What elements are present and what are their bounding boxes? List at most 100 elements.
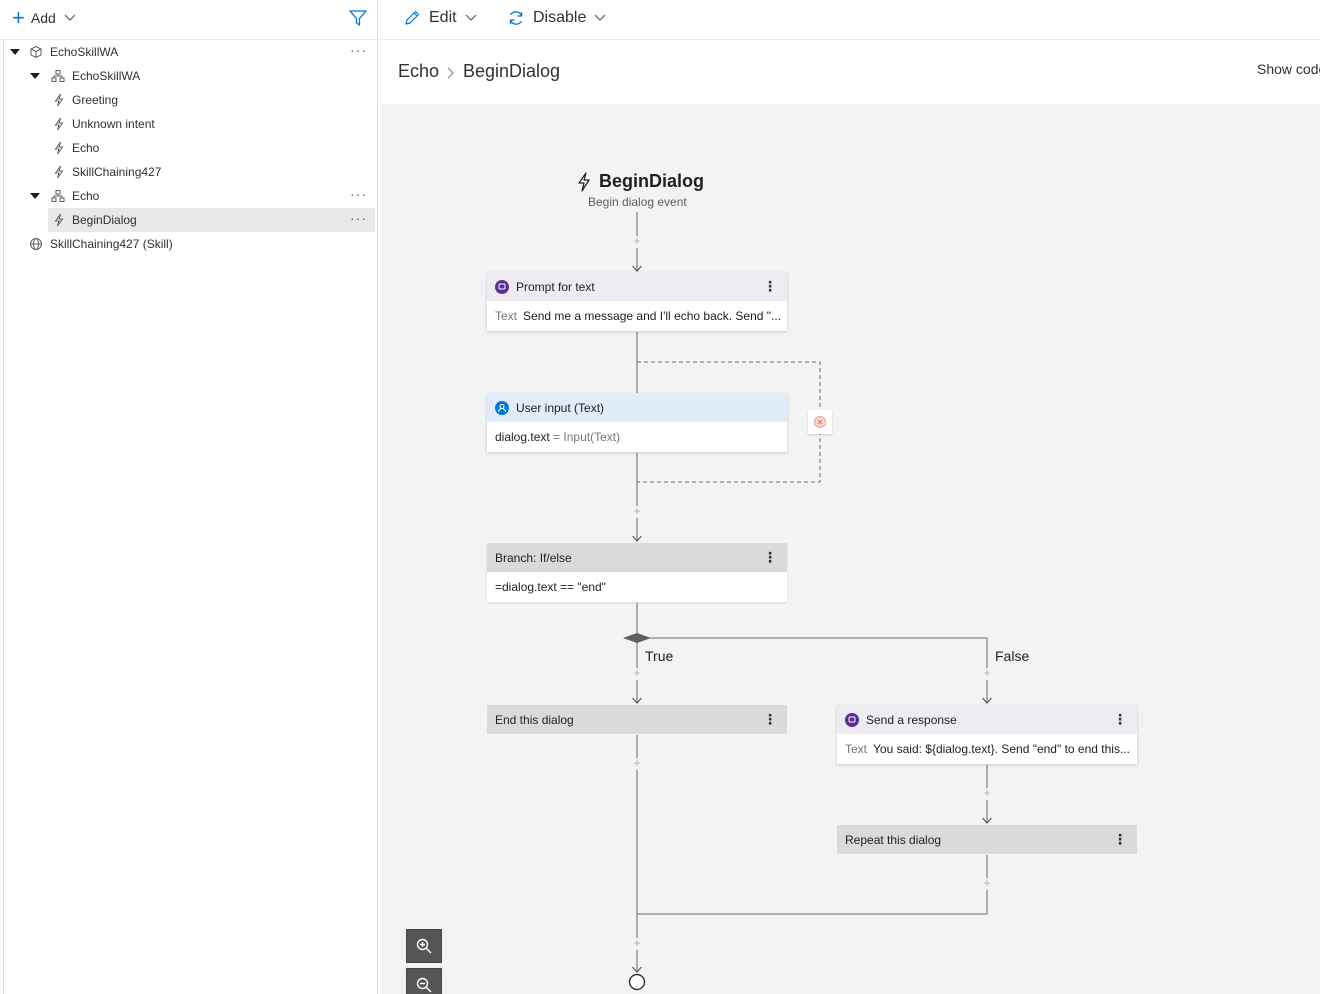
tree-item-label: Echo — [72, 189, 100, 203]
card-value: Send me a message and I'll echo back. Se… — [523, 309, 782, 323]
add-node-button[interactable]: + — [631, 667, 643, 680]
trigger-icon — [54, 93, 64, 107]
add-node-button[interactable]: + — [981, 667, 993, 680]
add-node-button[interactable]: + — [631, 757, 643, 770]
card-header: End this dialog ⋮ — [487, 705, 787, 734]
chevron-down-icon — [465, 14, 477, 21]
filter-icon[interactable] — [348, 8, 368, 28]
error-badge[interactable] — [808, 410, 832, 434]
chevron-right-icon — [447, 67, 454, 79]
more-vertical-icon[interactable]: ⋮ — [1113, 831, 1127, 847]
more-vertical-icon[interactable]: ⋮ — [763, 278, 777, 294]
pencil-icon — [405, 10, 420, 25]
send-response-card[interactable]: Send a response ⋮ Text You said: ${dialo… — [837, 705, 1137, 764]
send-activity-icon — [495, 279, 509, 294]
dialog-icon — [51, 190, 65, 202]
edit-button[interactable]: Edit — [403, 7, 477, 29]
card-key: Text — [495, 309, 518, 323]
flow-canvas[interactable]: BeginDialog Begin dialog event Prompt fo… — [381, 104, 1320, 994]
user-icon — [495, 400, 509, 415]
card-header: Branch: If/else ⋮ — [487, 543, 787, 572]
true-branch-label: True — [645, 648, 674, 664]
more-vertical-icon[interactable]: ⋮ — [763, 711, 777, 727]
caret-down-icon[interactable] — [30, 73, 40, 79]
breadcrumb: Echo BeginDialog Show code — [379, 41, 1320, 103]
tree-item-trigger[interactable]: Echo — [4, 136, 375, 160]
add-node-button[interactable]: + — [981, 877, 993, 890]
breadcrumb-item[interactable]: Echo — [398, 61, 440, 81]
more-icon[interactable]: ··· — [350, 210, 367, 226]
card-property: dialog.text — [495, 430, 550, 444]
tree-edge — [3, 40, 4, 994]
card-title: Send a response — [866, 712, 957, 727]
tree-item-label: Unknown intent — [72, 117, 155, 131]
card-title: End this dialog — [495, 712, 574, 727]
add-label: Add — [30, 10, 56, 26]
flow-edges — [623, 212, 992, 991]
tree-item-dialog[interactable]: Echo ··· — [4, 184, 375, 208]
zoom-in-button[interactable] — [406, 929, 442, 963]
tree-item-trigger[interactable]: Greeting — [4, 88, 375, 112]
more-vertical-icon[interactable]: ⋮ — [763, 549, 777, 565]
card-body: =dialog.text == "end" — [487, 572, 787, 602]
dialog-icon — [51, 70, 65, 82]
trigger-title-text: BeginDialog — [599, 171, 705, 191]
tree-item-label: EchoSkillWA — [50, 45, 119, 59]
trigger-icon — [54, 165, 64, 179]
card-title: User input (Text) — [516, 400, 605, 415]
chevron-down-icon — [594, 14, 606, 21]
branch-diamond — [623, 633, 651, 643]
chevron-down-icon — [64, 14, 76, 21]
error-circle-icon — [814, 416, 826, 428]
caret-down-icon[interactable] — [30, 193, 40, 199]
tree-item-trigger-selected[interactable]: BeginDialog ··· — [48, 208, 375, 232]
card-body: Text You said: ${dialog.text}. Send "end… — [837, 734, 1137, 764]
tree-toolbar: + Add — [0, 0, 377, 40]
edit-label: Edit — [429, 9, 457, 26]
tree-item-skill[interactable]: SkillChaining427 (Skill) — [4, 232, 375, 256]
tree-item-trigger[interactable]: SkillChaining427 — [4, 160, 375, 184]
card-title: Branch: If/else — [495, 550, 572, 565]
tree-item-label: SkillChaining427 (Skill) — [50, 237, 173, 251]
repeat-dialog-card[interactable]: Repeat this dialog ⋮ — [837, 825, 1137, 854]
card-header: User input (Text) — [487, 393, 787, 422]
edge — [637, 855, 988, 915]
more-icon[interactable]: ··· — [350, 42, 367, 58]
more-vertical-icon[interactable]: ⋮ — [1113, 711, 1127, 727]
send-activity-icon — [845, 712, 859, 727]
disable-button[interactable]: Disable — [507, 7, 606, 29]
tree-item-trigger[interactable]: Unknown intent — [4, 112, 375, 136]
send-activity-card[interactable]: Prompt for text ⋮ Text Send me a message… — [487, 272, 787, 331]
tree-item-label: Echo — [72, 141, 100, 155]
zoom-in-icon — [416, 938, 432, 954]
tree-item-label: SkillChaining427 — [72, 165, 162, 179]
command-bar: Edit Disable — [379, 0, 1320, 40]
branch-card[interactable]: Branch: If/else ⋮ =dialog.text == "end" — [487, 543, 787, 602]
add-node-button[interactable]: + — [631, 235, 643, 248]
trigger-icon — [54, 213, 64, 227]
add-button[interactable]: + Add — [12, 7, 76, 29]
end-dialog-card[interactable]: End this dialog ⋮ — [487, 705, 787, 734]
refresh-icon — [509, 11, 523, 25]
caret-down-icon[interactable] — [10, 49, 20, 55]
card-body: dialog.text = Input(Text) — [487, 422, 787, 452]
show-code-button[interactable]: Show code — [1257, 61, 1320, 77]
add-node-button[interactable]: + — [631, 505, 643, 518]
trigger-icon — [578, 171, 590, 192]
card-title: Prompt for text — [516, 279, 595, 294]
add-node-button[interactable]: + — [981, 787, 993, 800]
card-title: Repeat this dialog — [845, 832, 942, 847]
user-input-card[interactable]: User input (Text) dialog.text = Input(Te… — [487, 393, 787, 452]
card-value: You said: ${dialog.text}. Send "end" to … — [873, 742, 1130, 756]
tree-item-label: Greeting — [72, 93, 119, 107]
add-node-button[interactable]: + — [631, 937, 643, 950]
more-icon[interactable]: ··· — [350, 186, 367, 202]
card-body: Text Send me a message and I'll echo bac… — [487, 301, 787, 331]
card-assign: = Input(Text) — [553, 430, 621, 444]
tree-item-bot[interactable]: EchoSkillWA ··· — [4, 40, 375, 64]
zoom-out-button[interactable] — [406, 968, 442, 994]
disable-label: Disable — [533, 9, 587, 26]
trigger-title: BeginDialog — [575, 171, 704, 192]
breadcrumb-item[interactable]: BeginDialog — [463, 61, 561, 81]
tree-item-dialog[interactable]: EchoSkillWA — [4, 64, 375, 88]
